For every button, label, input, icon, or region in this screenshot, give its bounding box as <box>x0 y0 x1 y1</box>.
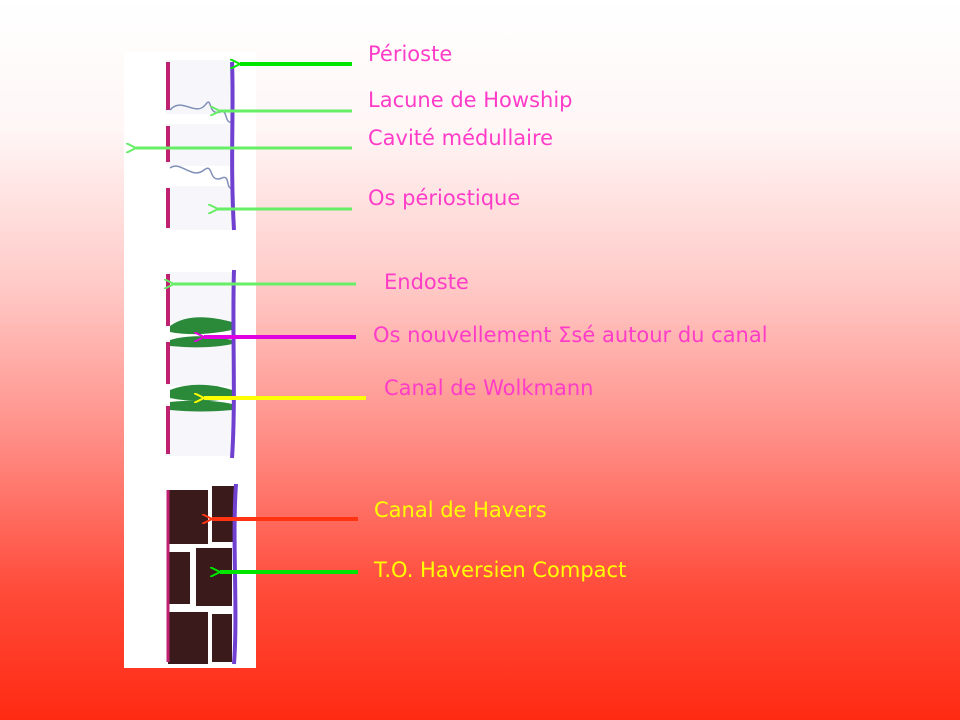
periosteum-line <box>232 483 238 665</box>
periosteum-line <box>230 269 236 459</box>
label-lacune-de-howship: Lacune de Howship <box>368 88 573 112</box>
label-canal-de-wolkmann: Canal de Wolkmann <box>384 376 594 400</box>
new-bone-deposit <box>170 317 232 335</box>
periosteum-line <box>230 61 236 231</box>
haversian-bone-block <box>168 490 208 544</box>
periosteal-bone-section <box>166 60 236 231</box>
haversian-bone-block <box>168 612 208 664</box>
label-endoste: Endoste <box>384 270 469 294</box>
howship-lacuna <box>169 165 233 189</box>
label-to-haversien-compact: T.O. Haversien Compact <box>374 558 627 582</box>
haversian-bone-block <box>212 486 234 542</box>
bone-segment <box>166 340 234 386</box>
arrows <box>136 64 366 572</box>
label-os-nouvellement: Os nouvellement Σsé autour du canal <box>373 323 768 347</box>
haversian-bone-block <box>196 548 232 606</box>
bone-segment <box>166 124 234 166</box>
new-bone-deposit <box>170 400 232 412</box>
label-perioste: Périoste <box>368 42 453 66</box>
label-cavite-medullaire: Cavité médullaire <box>368 126 554 150</box>
haversian-section <box>166 483 238 665</box>
haversian-bone-block <box>168 552 190 604</box>
volkmann-section <box>166 269 236 459</box>
haversian-bone-block <box>212 614 232 662</box>
bone-segment <box>166 404 234 456</box>
bone-segment <box>166 272 234 322</box>
label-canal-de-havers: Canal de Havers <box>374 498 547 522</box>
label-os-periostique: Os périostique <box>368 186 521 210</box>
